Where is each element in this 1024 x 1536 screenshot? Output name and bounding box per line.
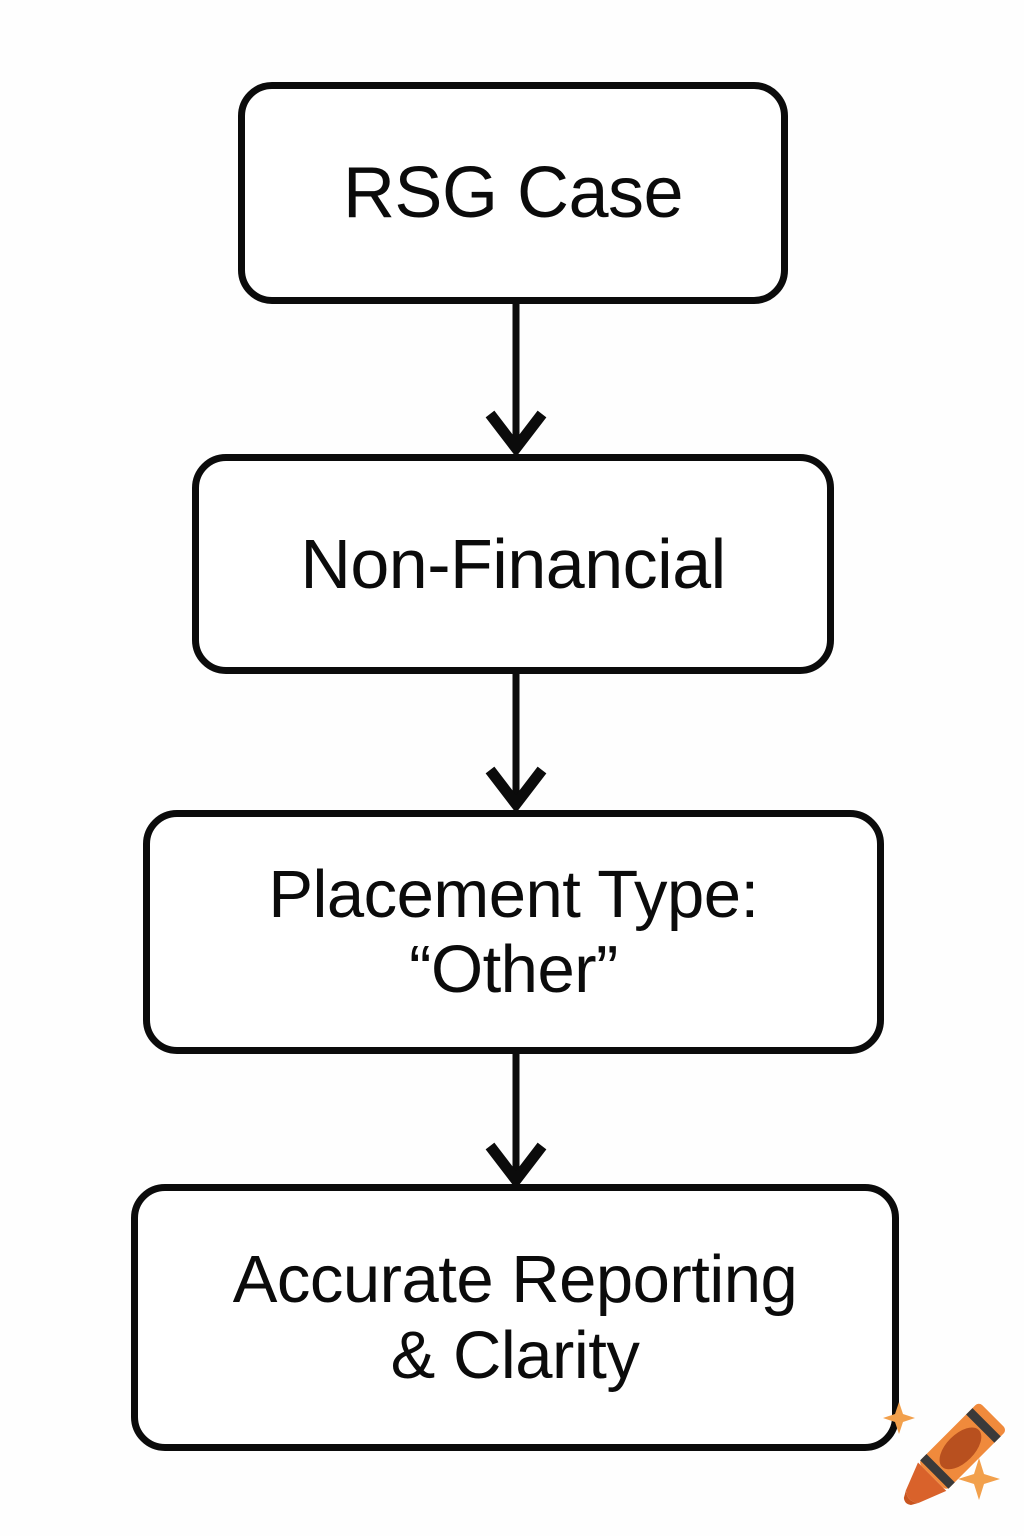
arrow-non-financial-to-placement-type xyxy=(485,674,547,814)
arrow-rsg-case-to-non-financial xyxy=(485,304,547,458)
flow-node-accurate-reporting-clarity[interactable]: Accurate Reporting & Clarity xyxy=(131,1184,899,1451)
flow-node-non-financial[interactable]: Non-Financial xyxy=(192,454,834,674)
flow-node-label: RSG Case xyxy=(342,152,684,233)
flow-node-label: Placement Type: “Other” xyxy=(268,856,759,1007)
flow-node-label: Non-Financial xyxy=(300,524,726,603)
flow-node-label: Accurate Reporting & Clarity xyxy=(232,1242,798,1393)
flow-node-placement-type-other[interactable]: Placement Type: “Other” xyxy=(143,810,884,1054)
flow-node-rsg-case[interactable]: RSG Case xyxy=(238,82,788,304)
arrow-placement-type-to-accurate-reporting xyxy=(485,1054,547,1190)
